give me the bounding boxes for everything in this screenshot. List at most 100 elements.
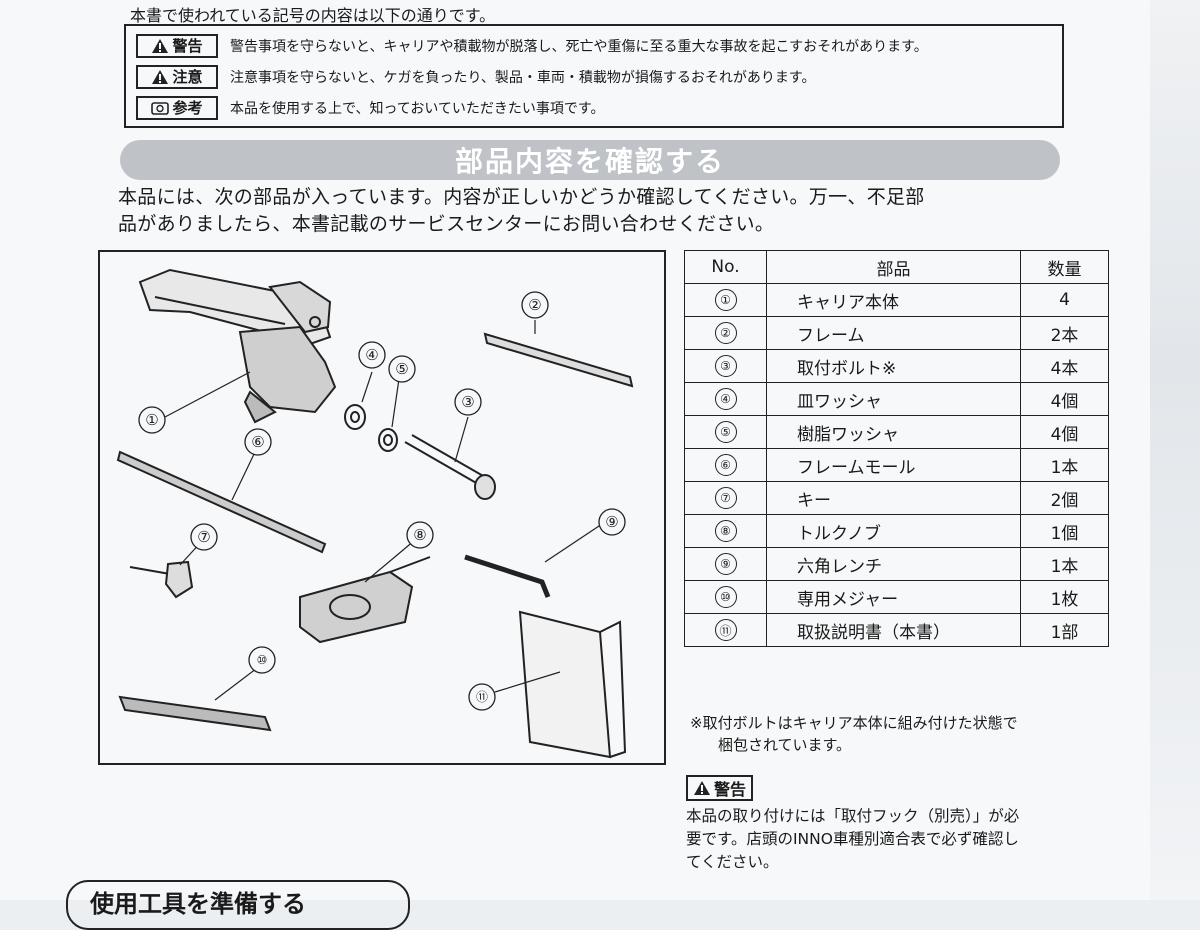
- row-number: ⑪: [714, 619, 737, 641]
- svg-text:⑥: ⑥: [251, 433, 264, 451]
- part-name: 皿ワッシャ: [766, 382, 1021, 416]
- reference-badge: 参考: [136, 95, 218, 120]
- part-qty: 4個: [1020, 382, 1109, 416]
- warning-triangle-icon: [694, 781, 710, 795]
- part-name: キャリア本体: [766, 283, 1021, 317]
- caution-description: 注意事項を守らないと、ケガを負ったり、製品・車両・積載物が損傷するおそれがありま…: [230, 69, 816, 86]
- row-number: ④: [714, 388, 737, 410]
- part-name: 樹脂ワッシャ: [766, 415, 1021, 449]
- svg-text:⑧: ⑧: [413, 526, 426, 544]
- warning-badge: 警告: [136, 33, 218, 58]
- torque-knob-drawing: [299, 556, 431, 644]
- legend-row-caution: 注意 注意事項を守らないと、ケガを負ったり、製品・車両・積載物が損傷するおそれが…: [136, 61, 1052, 92]
- callout-1: ①: [138, 406, 166, 434]
- header-qty: 数量: [1020, 250, 1109, 284]
- callout-6: ⑥: [244, 428, 272, 456]
- part-qty: 4個: [1020, 415, 1109, 449]
- part-qty: 1枚: [1020, 580, 1109, 614]
- row-number: ⑧: [714, 520, 737, 542]
- svg-text:③: ③: [461, 393, 474, 411]
- part-qty: 1個: [1020, 514, 1109, 548]
- bolt-drawing: [404, 434, 496, 500]
- row-number: ①: [714, 289, 737, 311]
- svg-text:⑩: ⑩: [257, 653, 268, 667]
- row-number: ⑥: [714, 454, 737, 476]
- note-line-1: ※取付ボルトはキャリア本体に組み付けた状態で: [690, 714, 1018, 732]
- part-name: フレームモール: [766, 448, 1021, 482]
- intro-line-1: 本品には、次の部品が入っています。内容が正しいかどうか確認してください。万一、不…: [118, 186, 925, 208]
- legend-title: 本書で使われている記号の内容は以下の通りです。: [130, 6, 496, 25]
- callout-11: ⑪: [468, 683, 496, 711]
- bottom-warning-badge: 警告: [686, 775, 754, 801]
- bottom-warning-label: 警告: [714, 780, 747, 799]
- part-qty: 4: [1020, 283, 1109, 317]
- washer-drawings: [344, 404, 398, 452]
- measure-drawing: [118, 695, 272, 732]
- key-drawing: [129, 560, 194, 599]
- background-surface: [1150, 0, 1200, 900]
- callout-2: ②: [521, 291, 549, 319]
- warning-line-3: てください。: [686, 853, 779, 871]
- reference-icon: [151, 101, 170, 115]
- part-name: 専用メジャー: [766, 580, 1021, 614]
- row-number: ⑨: [714, 553, 737, 575]
- bolt-note: ※取付ボルトはキャリア本体に組み付けた状態で 梱包されています。: [690, 712, 1130, 756]
- carrier-body-drawing: [138, 268, 337, 424]
- callout-5: ⑤: [388, 355, 416, 383]
- callout-3: ③: [454, 388, 482, 416]
- row-number: ⑦: [714, 487, 737, 509]
- part-qty: 2本: [1020, 316, 1109, 350]
- callout-10: ⑩: [248, 646, 276, 674]
- part-name: 取扱説明書（本書）: [766, 613, 1021, 647]
- part-qty: 4本: [1020, 349, 1109, 383]
- part-qty: 2個: [1020, 481, 1109, 515]
- callout-9: ⑨: [598, 508, 626, 536]
- svg-text:④: ④: [365, 346, 378, 364]
- caution-badge: 注意: [136, 64, 218, 89]
- part-name: フレーム: [766, 316, 1021, 350]
- reference-badge-label: 参考: [172, 99, 203, 117]
- hook-warning-text: 本品の取り付けには「取付フック（別売）」が必 要です。店頭のINNO車種別適合表…: [686, 805, 1131, 874]
- caution-triangle-icon: [152, 69, 169, 84]
- callout-7: ⑦: [190, 523, 218, 551]
- svg-text:⑨: ⑨: [605, 513, 618, 531]
- part-name: 六角レンチ: [766, 547, 1021, 581]
- manual-booklet-drawing: [518, 610, 627, 759]
- header-part: 部品: [766, 250, 1021, 284]
- part-name: トルクノブ: [766, 514, 1021, 548]
- svg-text:②: ②: [528, 296, 541, 314]
- callout-8: ⑧: [406, 521, 434, 549]
- frame-mould-drawing: [116, 450, 327, 554]
- warning-badge-label: 警告: [172, 37, 203, 55]
- reference-description: 本品を使用する上で、知っておいていただきたい事項です。: [230, 100, 605, 117]
- warning-triangle-icon: [152, 38, 169, 53]
- svg-text:⑤: ⑤: [395, 360, 408, 378]
- note-line-2: 梱包されています。: [718, 736, 852, 754]
- warning-line-1: 本品の取り付けには「取付フック（別売）」が必: [686, 807, 1020, 825]
- part-name: 取付ボルト※: [766, 349, 1021, 383]
- intro-line-2: 品がありましたら、本書記載のサービスセンターにお問い合わせください。: [118, 213, 775, 235]
- row-number: ②: [714, 322, 737, 344]
- svg-text:⑦: ⑦: [197, 528, 210, 546]
- row-number: ⑩: [714, 586, 737, 608]
- row-number: ⑤: [714, 421, 737, 443]
- manual-page: 本書で使われている記号の内容は以下の通りです。 警告 警告事項を守らないと、キャ…: [0, 0, 1150, 930]
- legend-row-reference: 参考 本品を使用する上で、知っておいていただきたい事項です。: [136, 92, 1052, 123]
- section-heading-bar: 部品内容を確認する: [120, 140, 1060, 180]
- intro-paragraph: 本品には、次の部品が入っています。内容が正しいかどうか確認してください。万一、不…: [118, 184, 1078, 238]
- callout-4: ④: [358, 341, 386, 369]
- next-section-title: 使用工具を準備する: [90, 890, 306, 918]
- warning-line-2: 要です。店頭のINNO車種別適合表で必ず確認し: [686, 830, 1019, 848]
- section-title: 部品内容を確認する: [454, 145, 725, 178]
- hex-wrench-drawing: [464, 554, 551, 598]
